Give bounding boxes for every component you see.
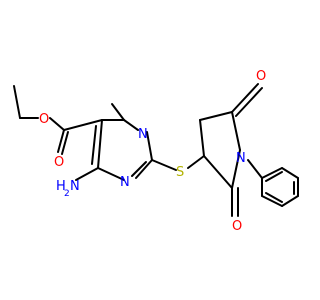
amino-hydrogen-label: H	[56, 179, 66, 194]
amino-subscript-label: 2	[64, 189, 70, 199]
amino-bond	[75, 167, 99, 181]
succinimide-ring	[199, 83, 263, 217]
molecule-drawing: O O N N H 2 N S N O O	[13, 69, 299, 234]
pyrimidine-nitrogen-top-label: N	[138, 127, 148, 142]
sulfur-label: S	[176, 165, 184, 180]
structure-canvas: O O N N H 2 N S N O O	[13, 69, 299, 234]
imide-nitrogen-label: N	[236, 151, 246, 166]
ester-single-oxygen-label: O	[39, 112, 49, 127]
imide-oxygen-bottom-label: O	[232, 219, 242, 234]
ester-carbonyl-oxygen-label: O	[54, 155, 64, 170]
pyrimidine-ring	[91, 103, 153, 181]
tolyl-ring	[247, 159, 299, 207]
thioether-link	[151, 155, 205, 171]
pyrimidine-nitrogen-bottom-label: N	[120, 175, 130, 190]
imide-oxygen-top-label: O	[256, 69, 266, 84]
ester-group	[49, 117, 103, 155]
ethyl-group	[13, 85, 39, 119]
amino-nitrogen-label: N	[70, 179, 80, 194]
